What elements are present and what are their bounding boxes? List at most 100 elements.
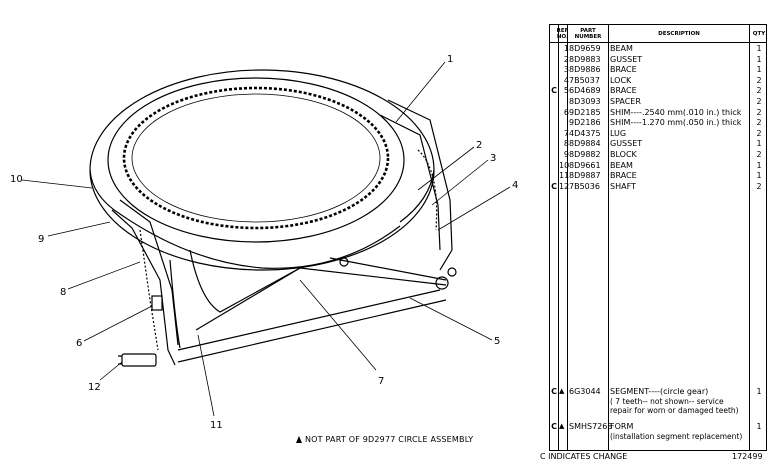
part-number: 8D9661 (569, 160, 601, 170)
quantity: 2 (756, 75, 762, 85)
part-number: 4D4375 (569, 128, 601, 138)
description: BRACE (610, 171, 637, 181)
description: BRACE (610, 86, 637, 96)
quantity: 2 (756, 128, 762, 138)
header-qty: QTY (752, 30, 766, 37)
description: SEGMENT----(circle gear) (610, 387, 709, 396)
quantity: 2 (756, 107, 762, 117)
callout-1: 1 (447, 54, 453, 65)
ref-number: 7 (563, 128, 569, 138)
quantity: 2 (756, 86, 762, 96)
description: LUG (610, 128, 627, 138)
footnote-not-part-of-assembly: NOT PART OF 9D2977 CIRCLE ASSEMBLY (296, 435, 473, 444)
callout-10: 10 (10, 174, 23, 185)
callout-7: 7 (378, 376, 384, 387)
triangle-marker-icon: ▲ (559, 422, 565, 430)
callout-2: 2 (476, 140, 482, 151)
description: LOCK (610, 75, 632, 85)
description: BRACE (610, 65, 637, 75)
ref-number: 12 (559, 181, 570, 191)
change-code: C (551, 181, 557, 191)
description: BEAM (610, 44, 633, 53)
part-number: 8D9884 (569, 139, 601, 149)
ref-number: 4 (563, 75, 569, 85)
part-number: SMHS7268 (569, 422, 613, 431)
callout-5: 5 (494, 336, 500, 347)
quantity: 1 (756, 65, 762, 75)
quantity: 1 (756, 422, 762, 431)
quantity: 1 (756, 44, 762, 53)
header-description: DESCRIPTION (658, 30, 700, 37)
callout-11: 11 (210, 420, 223, 431)
part-number: 8D9882 (569, 150, 601, 159)
description: SHIM----1.270 mm(.050 in.) thick (610, 118, 742, 128)
description-line-2: ( 7 teeth-- not shown-- service (610, 397, 724, 406)
footnote-text: NOT PART OF 9D2977 CIRCLE ASSEMBLY (305, 435, 474, 444)
part-number: 6G3044 (569, 387, 601, 396)
sheet-number: 172499 (732, 452, 763, 461)
ref-number: 8 (563, 139, 569, 149)
ref-number: 11 (559, 171, 570, 181)
callout-9: 9 (38, 234, 44, 245)
part-number: 7B5036 (569, 181, 600, 191)
description-line-3: repair for worn or damaged teeth) (610, 406, 739, 415)
quantity: 2 (756, 97, 762, 106)
header-ref: REF NO. (556, 27, 569, 40)
ref-number: 3 (563, 65, 569, 75)
part-number: 8D9887 (569, 171, 601, 181)
part-number: 9D2185 (569, 107, 601, 117)
description-line-2: (installation segment replacement) (610, 432, 743, 441)
description: GUSSET (610, 54, 643, 64)
header-part-number: PART NUMBER (574, 27, 602, 40)
part-number: 7B5037 (569, 75, 600, 85)
description: BLOCK (610, 150, 637, 159)
quantity: 1 (756, 387, 762, 396)
ref-number: 9 (563, 150, 569, 159)
quantity: 1 (756, 160, 762, 170)
table-row-segment: C ▲ 6G3044 SEGMENT----(circle gear) ( 7 … (550, 387, 766, 423)
quantity: 1 (756, 139, 762, 149)
description: SPACER (610, 97, 641, 106)
callout-6: 6 (76, 338, 82, 349)
circle-ring-outer (89, 69, 435, 271)
change-code: C (551, 422, 557, 431)
circle-ring-inner (107, 77, 405, 243)
callout-12: 12 (88, 382, 101, 393)
ref-number: 5 (563, 86, 569, 96)
part-number: 8D9883 (569, 54, 601, 64)
parts-list-table: REF NO. PART NUMBER DESCRIPTION QTY 1 8D9… (549, 24, 767, 451)
quantity: 1 (756, 54, 762, 64)
gear-teeth-ring (122, 86, 390, 230)
description: SHIM----.2540 mm(.010 in.) thick (610, 107, 742, 117)
part-number: 9D2186 (569, 118, 601, 128)
callout-3: 3 (490, 153, 496, 164)
description: SHAFT (610, 181, 636, 191)
triangle-marker-icon: ▲ (559, 387, 565, 395)
change-legend: C INDICATES CHANGE (540, 452, 628, 461)
part-number: 8D9886 (569, 65, 601, 75)
description: GUSSET (610, 139, 643, 149)
description: FORM (610, 422, 634, 431)
table-row-form: C ▲ SMHS7268 FORM (installation segment … (550, 422, 766, 446)
triangle-marker-icon (296, 436, 302, 443)
ref-number: 10 (559, 160, 570, 170)
callout-4: 4 (512, 180, 518, 191)
circle-assembly-drawing: 1 2 3 4 5 6 7 8 9 10 11 12 (10, 54, 518, 431)
quantity: 1 (756, 171, 762, 181)
change-code: C (551, 86, 557, 96)
table-header: REF NO. PART NUMBER DESCRIPTION QTY (550, 25, 766, 43)
part-number: 8D9659 (569, 44, 601, 53)
change-code: C (551, 387, 557, 396)
